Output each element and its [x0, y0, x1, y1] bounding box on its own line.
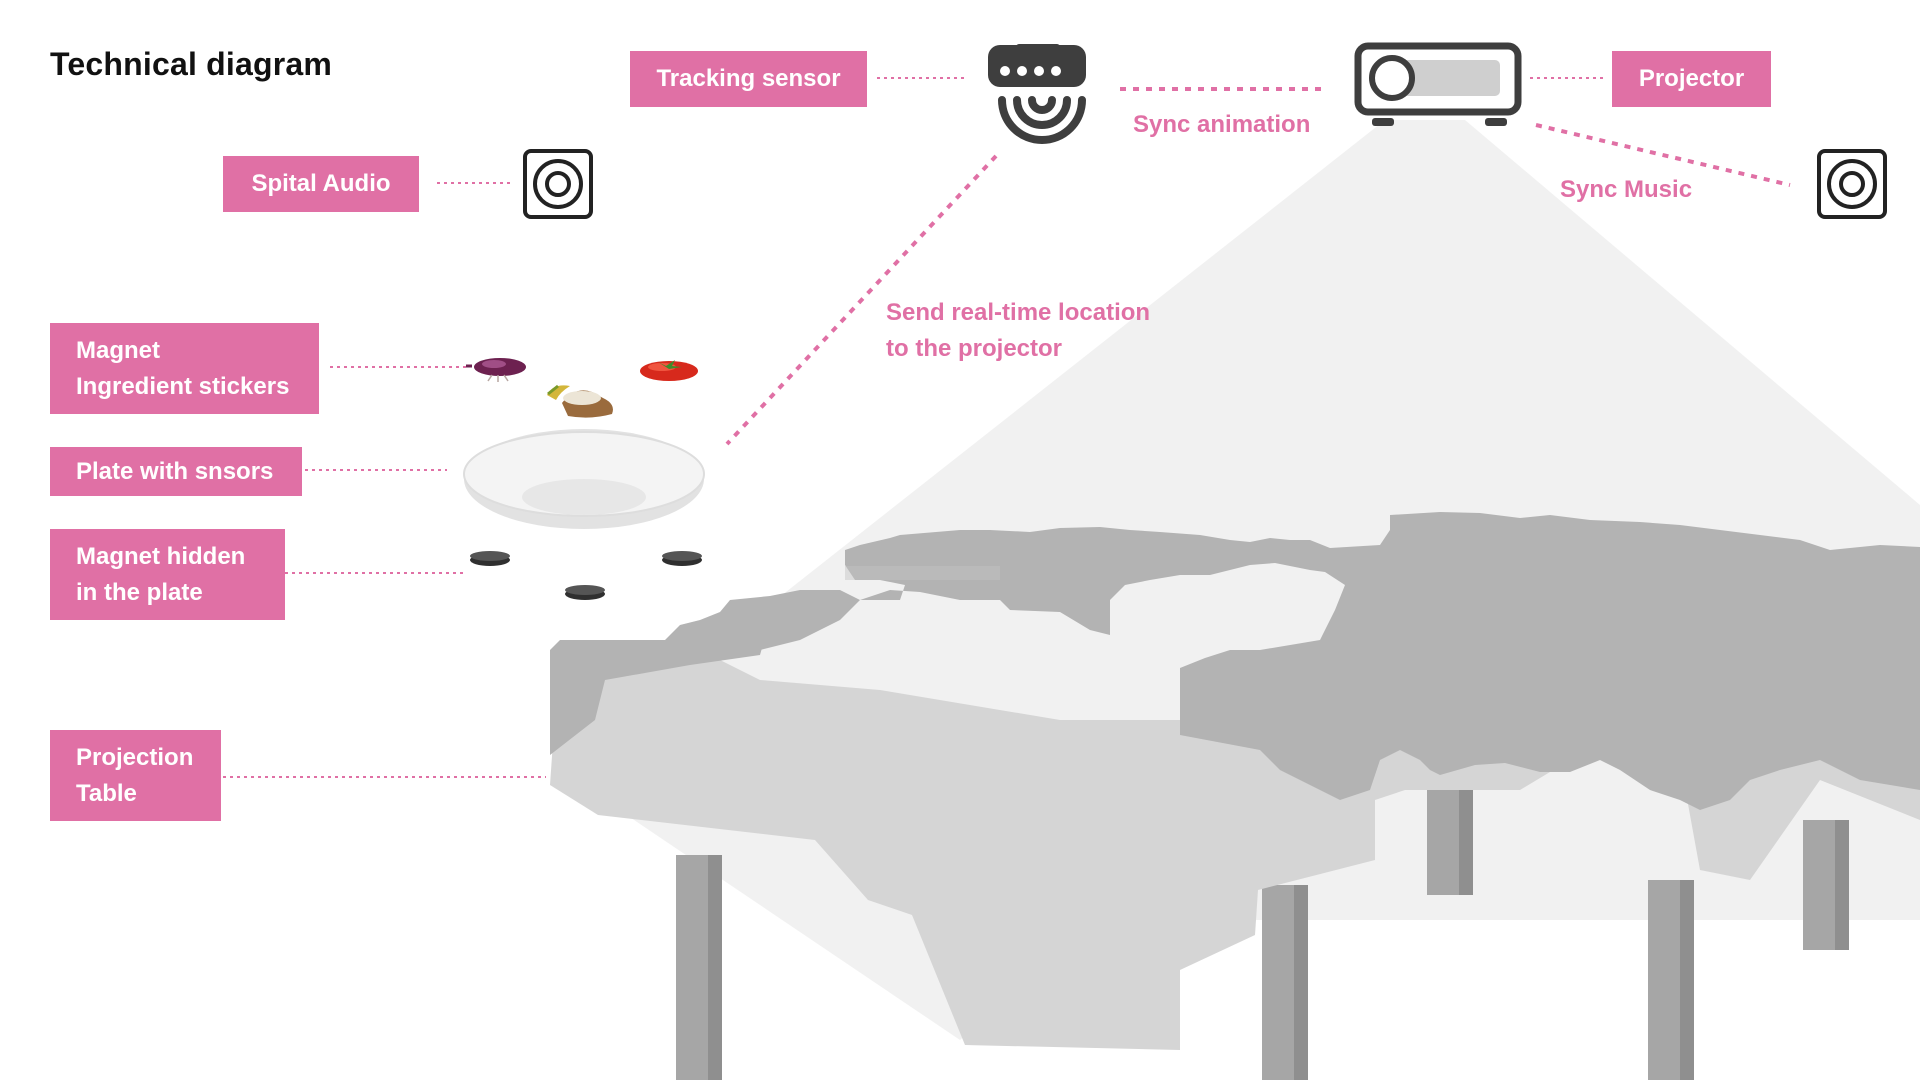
map-table-top	[550, 512, 1920, 810]
tracking-sensor-label-text: Tracking sensor	[656, 65, 841, 92]
magnet-stickers-label-line2: Ingredient stickers	[76, 372, 290, 400]
send-location-annotation-line2: to the projector	[886, 335, 1063, 362]
magnet-stickers-label: Magnet Ingredient stickers	[50, 323, 319, 414]
magnet-hidden-label: Magnet hidden in the plate	[50, 529, 285, 620]
page-title: Technical diagram	[50, 46, 333, 82]
tracking-sensor-label: Tracking sensor	[630, 51, 867, 107]
plate-label-text: Plate with snsors	[76, 457, 274, 485]
projection-table-label-line1: Projection	[76, 743, 194, 771]
magnet-icon	[470, 551, 510, 566]
projection-table-label-line2: Table	[76, 779, 137, 807]
onion-icon	[466, 358, 526, 382]
sync-music-line	[1535, 123, 1791, 187]
speaker-icon	[523, 149, 593, 219]
spatial-audio-label-text: Spital Audio	[251, 170, 391, 197]
magnet-stickers-label-line1: Magnet	[76, 336, 160, 364]
magnet-icon	[565, 585, 605, 600]
plate-label: Plate with snsors	[50, 447, 302, 496]
rice-icon	[547, 384, 613, 418]
magnet-icon	[662, 551, 702, 566]
projector-label-text: Projector	[1638, 65, 1745, 92]
plate-icon	[463, 429, 705, 529]
projector-label: Projector	[1612, 51, 1771, 107]
sync-music-annotation: Sync Music	[1560, 176, 1693, 203]
send-location-annotation-line1: Send real-time location	[886, 299, 1151, 326]
projector-icon	[1354, 42, 1522, 126]
tomato-icon	[640, 360, 698, 381]
projection-table-label: Projection Table	[50, 730, 221, 821]
sync-animation-annotation: Sync animation	[1133, 111, 1311, 138]
tracking-sensor-icon	[988, 44, 1086, 144]
spatial-audio-label: Spital Audio	[223, 156, 419, 212]
magnet-hidden-label-line2: in the plate	[76, 578, 203, 606]
magnet-hidden-label-line1: Magnet hidden	[76, 542, 246, 570]
speaker-icon	[1817, 149, 1887, 219]
send-location-line	[725, 154, 998, 446]
